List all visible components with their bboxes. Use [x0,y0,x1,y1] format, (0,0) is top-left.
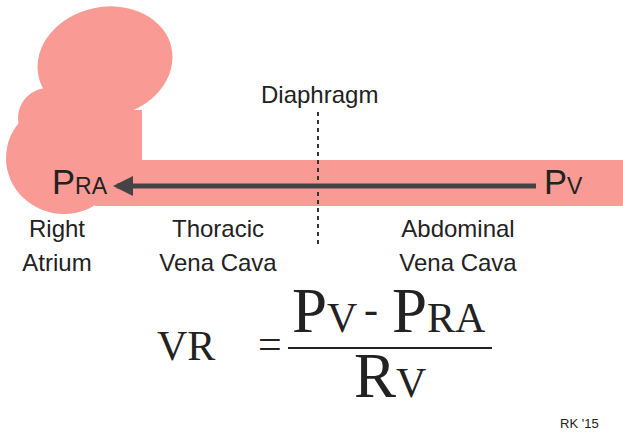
flow-arrow [117,184,536,189]
diaphragm-line [317,112,319,246]
equation-term: PRA [392,287,485,342]
part-label: RK '15 [560,416,599,432]
part-label: Right Atrium [7,212,107,280]
equation-term: RV [354,352,426,407]
pressure-symbol: PRA [52,162,107,206]
atrium-pressure: PRA [48,160,111,208]
equation-term: VR [157,322,215,370]
part-label: Diaphragm [261,78,378,112]
part-label: Abdominal Vena Cava [383,212,533,280]
equation-term: - [364,285,378,333]
part-label: Thoracic Vena Cava [153,212,283,280]
atrium-and-vena-cava [6,0,623,214]
pressure-symbol: PV [544,162,582,206]
equation-term: PV [292,287,357,342]
equation-term: = [258,320,282,368]
venous-pressure: PV [540,160,586,208]
